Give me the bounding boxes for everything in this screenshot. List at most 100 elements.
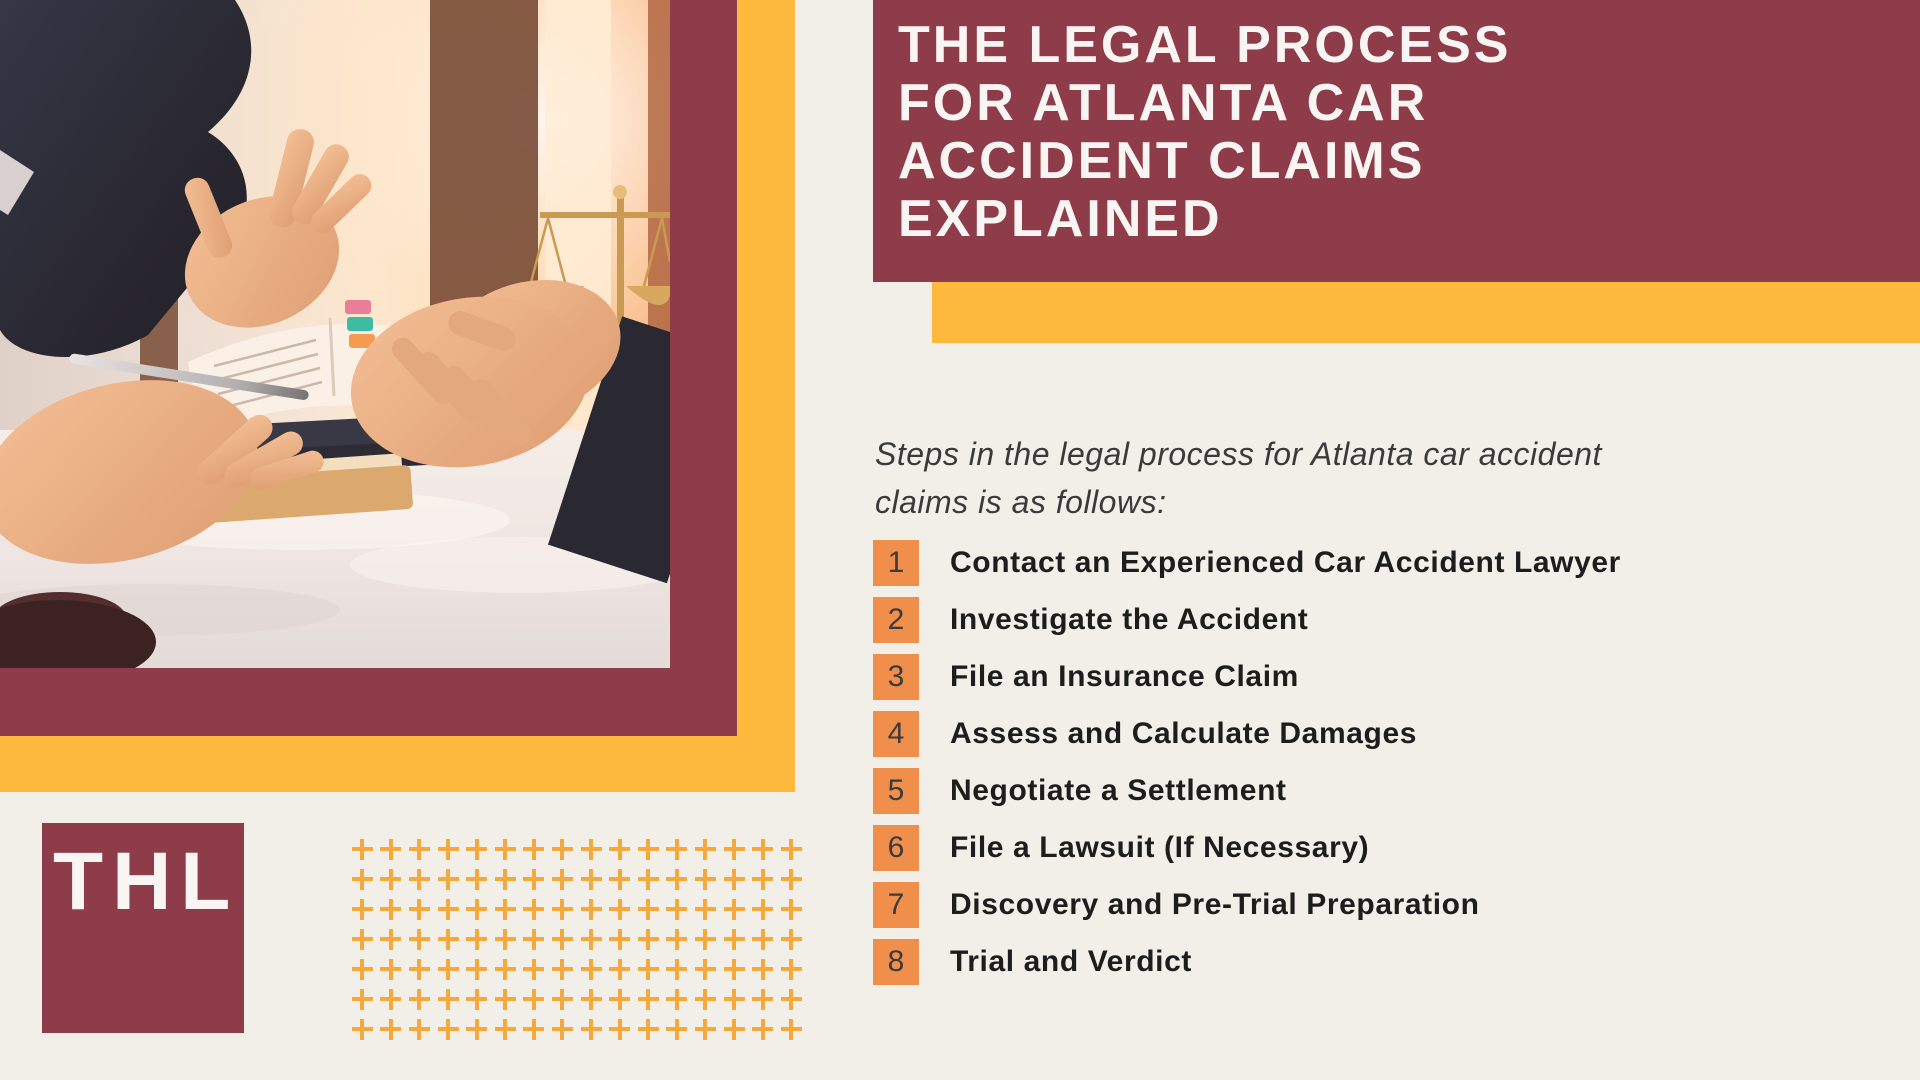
plus-icon <box>494 898 516 920</box>
plus-icon <box>351 898 373 920</box>
page-title-line: ACCIDENT CLAIMS <box>898 132 1426 190</box>
plus-icon <box>466 838 488 860</box>
plus-icon <box>523 1018 545 1040</box>
plus-icon <box>694 868 716 890</box>
plus-icon <box>694 988 716 1010</box>
plus-icon <box>637 958 659 980</box>
step-row: 5 Negotiate a Settlement <box>873 768 1853 814</box>
plus-icon <box>694 1018 716 1040</box>
page-title-line: FOR ATLANTA CAR <box>898 74 1429 132</box>
plus-icon <box>437 988 459 1010</box>
plus-icon <box>780 838 802 860</box>
plus-icon <box>551 1018 573 1040</box>
plus-icon <box>637 868 659 890</box>
plus-icon <box>523 988 545 1010</box>
plus-icon <box>637 1018 659 1040</box>
consultation-photo <box>0 0 670 668</box>
step-label: File a Lawsuit (If Necessary) <box>950 831 1370 864</box>
plus-icon <box>609 1018 631 1040</box>
lawyer-hand-with-pen <box>0 353 324 564</box>
plus-icon <box>466 988 488 1010</box>
step-label: File an Insurance Claim <box>950 660 1299 693</box>
plus-icon <box>551 898 573 920</box>
plus-icon <box>494 838 516 860</box>
plus-icon <box>580 868 602 890</box>
plus-icon <box>408 988 430 1010</box>
plus-icon <box>351 838 373 860</box>
plus-icon <box>408 1018 430 1040</box>
step-row: 7 Discovery and Pre-Trial Preparation <box>873 882 1853 928</box>
plus-icon <box>437 838 459 860</box>
plus-icon <box>723 838 745 860</box>
steps-list: 1 Contact an Experienced Car Accident La… <box>873 540 1853 996</box>
plus-icon <box>780 898 802 920</box>
plus-icon <box>380 928 402 950</box>
plus-icon <box>780 928 802 950</box>
client-clasped-hands <box>350 279 670 584</box>
step-number-badge: 2 <box>873 597 919 643</box>
plus-icon <box>666 928 688 950</box>
plus-icon <box>466 958 488 980</box>
plus-icon <box>752 988 774 1010</box>
plus-icon <box>780 868 802 890</box>
step-row: 8 Trial and Verdict <box>873 939 1853 985</box>
intro-line: Steps in the legal process for Atlanta c… <box>875 436 1602 472</box>
plus-icon <box>723 928 745 950</box>
title-banner: THE LEGAL PROCESS FOR ATLANTA CAR ACCIDE… <box>873 0 1920 282</box>
step-row: 6 File a Lawsuit (If Necessary) <box>873 825 1853 871</box>
plus-icon <box>752 958 774 980</box>
plus-icon <box>580 928 602 950</box>
lawyer-raised-hand <box>184 129 372 328</box>
plus-icon <box>408 928 430 950</box>
plus-icon <box>780 988 802 1010</box>
plus-icon <box>380 838 402 860</box>
thl-logo: THL <box>42 823 244 1033</box>
plus-icon <box>380 898 402 920</box>
plus-icon <box>666 838 688 860</box>
plus-icon <box>609 958 631 980</box>
plus-icon <box>494 928 516 950</box>
plus-icon <box>723 868 745 890</box>
plus-icon <box>551 928 573 950</box>
plus-icon <box>466 898 488 920</box>
step-number-badge: 6 <box>873 825 919 871</box>
plus-grid <box>348 834 806 1044</box>
plus-icon <box>752 898 774 920</box>
plus-icon <box>408 838 430 860</box>
page-title-line: THE LEGAL PROCESS <box>898 16 1512 74</box>
plus-icon <box>752 928 774 950</box>
step-number-badge: 5 <box>873 768 919 814</box>
plus-icon <box>466 868 488 890</box>
plus-icon <box>723 1018 745 1040</box>
step-label: Discovery and Pre-Trial Preparation <box>950 888 1480 921</box>
plus-icon <box>494 958 516 980</box>
plus-icon <box>723 958 745 980</box>
plus-icon <box>694 898 716 920</box>
plus-icon <box>437 898 459 920</box>
plus-icon <box>637 898 659 920</box>
plus-icon <box>666 898 688 920</box>
gavel-block <box>0 592 156 668</box>
plus-icon <box>666 988 688 1010</box>
plus-icon <box>408 898 430 920</box>
intro-line: claims is as follows: <box>875 484 1167 520</box>
plus-icon <box>637 928 659 950</box>
plus-icon <box>351 868 373 890</box>
plus-icon <box>723 988 745 1010</box>
plus-icon <box>523 928 545 950</box>
plus-icon <box>551 838 573 860</box>
step-number-badge: 3 <box>873 654 919 700</box>
plus-icon <box>780 958 802 980</box>
plus-icon <box>523 898 545 920</box>
plus-icon <box>380 958 402 980</box>
plus-icon <box>551 868 573 890</box>
step-row: 2 Investigate the Accident <box>873 597 1853 643</box>
plus-icon <box>437 1018 459 1040</box>
plus-icon <box>523 958 545 980</box>
plus-icon <box>580 838 602 860</box>
plus-icon <box>494 868 516 890</box>
plus-icon <box>580 988 602 1010</box>
step-label: Investigate the Accident <box>950 603 1309 636</box>
plus-icon <box>351 988 373 1010</box>
plus-icon <box>551 958 573 980</box>
